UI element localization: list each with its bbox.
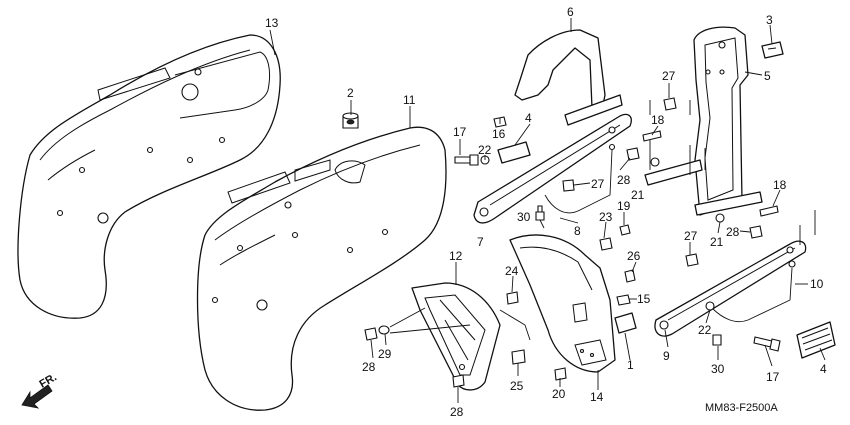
callout-13: 13 [265, 16, 279, 30]
callout-17-right: 17 [766, 370, 780, 384]
callout-9: 9 [663, 349, 670, 363]
callout-27-right: 27 [684, 229, 698, 243]
plate-1 [614, 312, 637, 334]
hardware [364, 97, 781, 388]
callout-5: 5 [764, 69, 771, 83]
callout-30-left: 30 [517, 210, 531, 224]
callout-25: 25 [510, 379, 524, 393]
callout-6: 6 [567, 5, 574, 19]
fender-13 [17, 34, 281, 319]
callout-24: 24 [505, 264, 519, 278]
plate-14 [509, 234, 616, 373]
callout-17-left: 17 [453, 125, 467, 139]
rod-8 [544, 143, 616, 214]
callout-3: 3 [766, 13, 773, 27]
callout-2: 2 [347, 86, 354, 100]
callouts: 13 2 11 6 3 5 27 16 4 17 18 22 28 21 27 … [265, 5, 827, 419]
callout-18-top: 18 [651, 113, 665, 127]
callout-8: 8 [574, 224, 581, 238]
callout-7: 7 [477, 235, 484, 249]
callout-4-left: 4 [525, 111, 532, 125]
callout-29: 29 [378, 347, 392, 361]
callout-1: 1 [627, 358, 634, 372]
plate-4-left [497, 141, 531, 164]
grommet-2 [342, 112, 359, 129]
rail-7 [473, 113, 632, 224]
diagram-code: MM83-F2500A [705, 402, 778, 414]
leader-lines [269, 18, 826, 403]
bracket-6 [514, 29, 623, 126]
pad-3 [761, 41, 784, 59]
front-label: FR. [38, 371, 59, 390]
callout-12: 12 [449, 249, 463, 263]
callout-18-right: 18 [773, 178, 787, 192]
callout-21-right: 21 [710, 235, 724, 249]
frame-5 [644, 26, 749, 216]
callout-20: 20 [552, 387, 566, 401]
callout-28-left: 28 [362, 360, 376, 374]
callout-28-bottom: 28 [450, 405, 464, 419]
bracket-12 [411, 282, 501, 391]
callout-30-right: 30 [711, 362, 725, 376]
front-arrow-icon [21, 384, 53, 409]
callout-16: 16 [492, 127, 506, 141]
callout-28-mid: 28 [617, 173, 631, 187]
callout-28-right: 28 [726, 225, 740, 239]
callout-4-right: 4 [820, 362, 827, 376]
rod-10 [711, 260, 796, 323]
callout-26: 26 [627, 249, 641, 263]
callout-27-top: 27 [662, 69, 676, 83]
fender-11 [196, 126, 447, 411]
callout-27-mid: 27 [591, 177, 605, 191]
callout-23: 23 [599, 210, 613, 224]
reflector-4 [796, 321, 836, 359]
callout-22-right: 22 [698, 323, 712, 337]
rail-9 [654, 191, 807, 337]
callout-21-top: 21 [631, 188, 645, 202]
callout-14: 14 [590, 390, 604, 404]
callout-10: 10 [810, 277, 824, 291]
callout-11: 11 [403, 93, 416, 107]
callout-19: 19 [617, 199, 631, 213]
callout-15: 15 [637, 292, 651, 306]
callout-22-left: 22 [478, 143, 492, 157]
